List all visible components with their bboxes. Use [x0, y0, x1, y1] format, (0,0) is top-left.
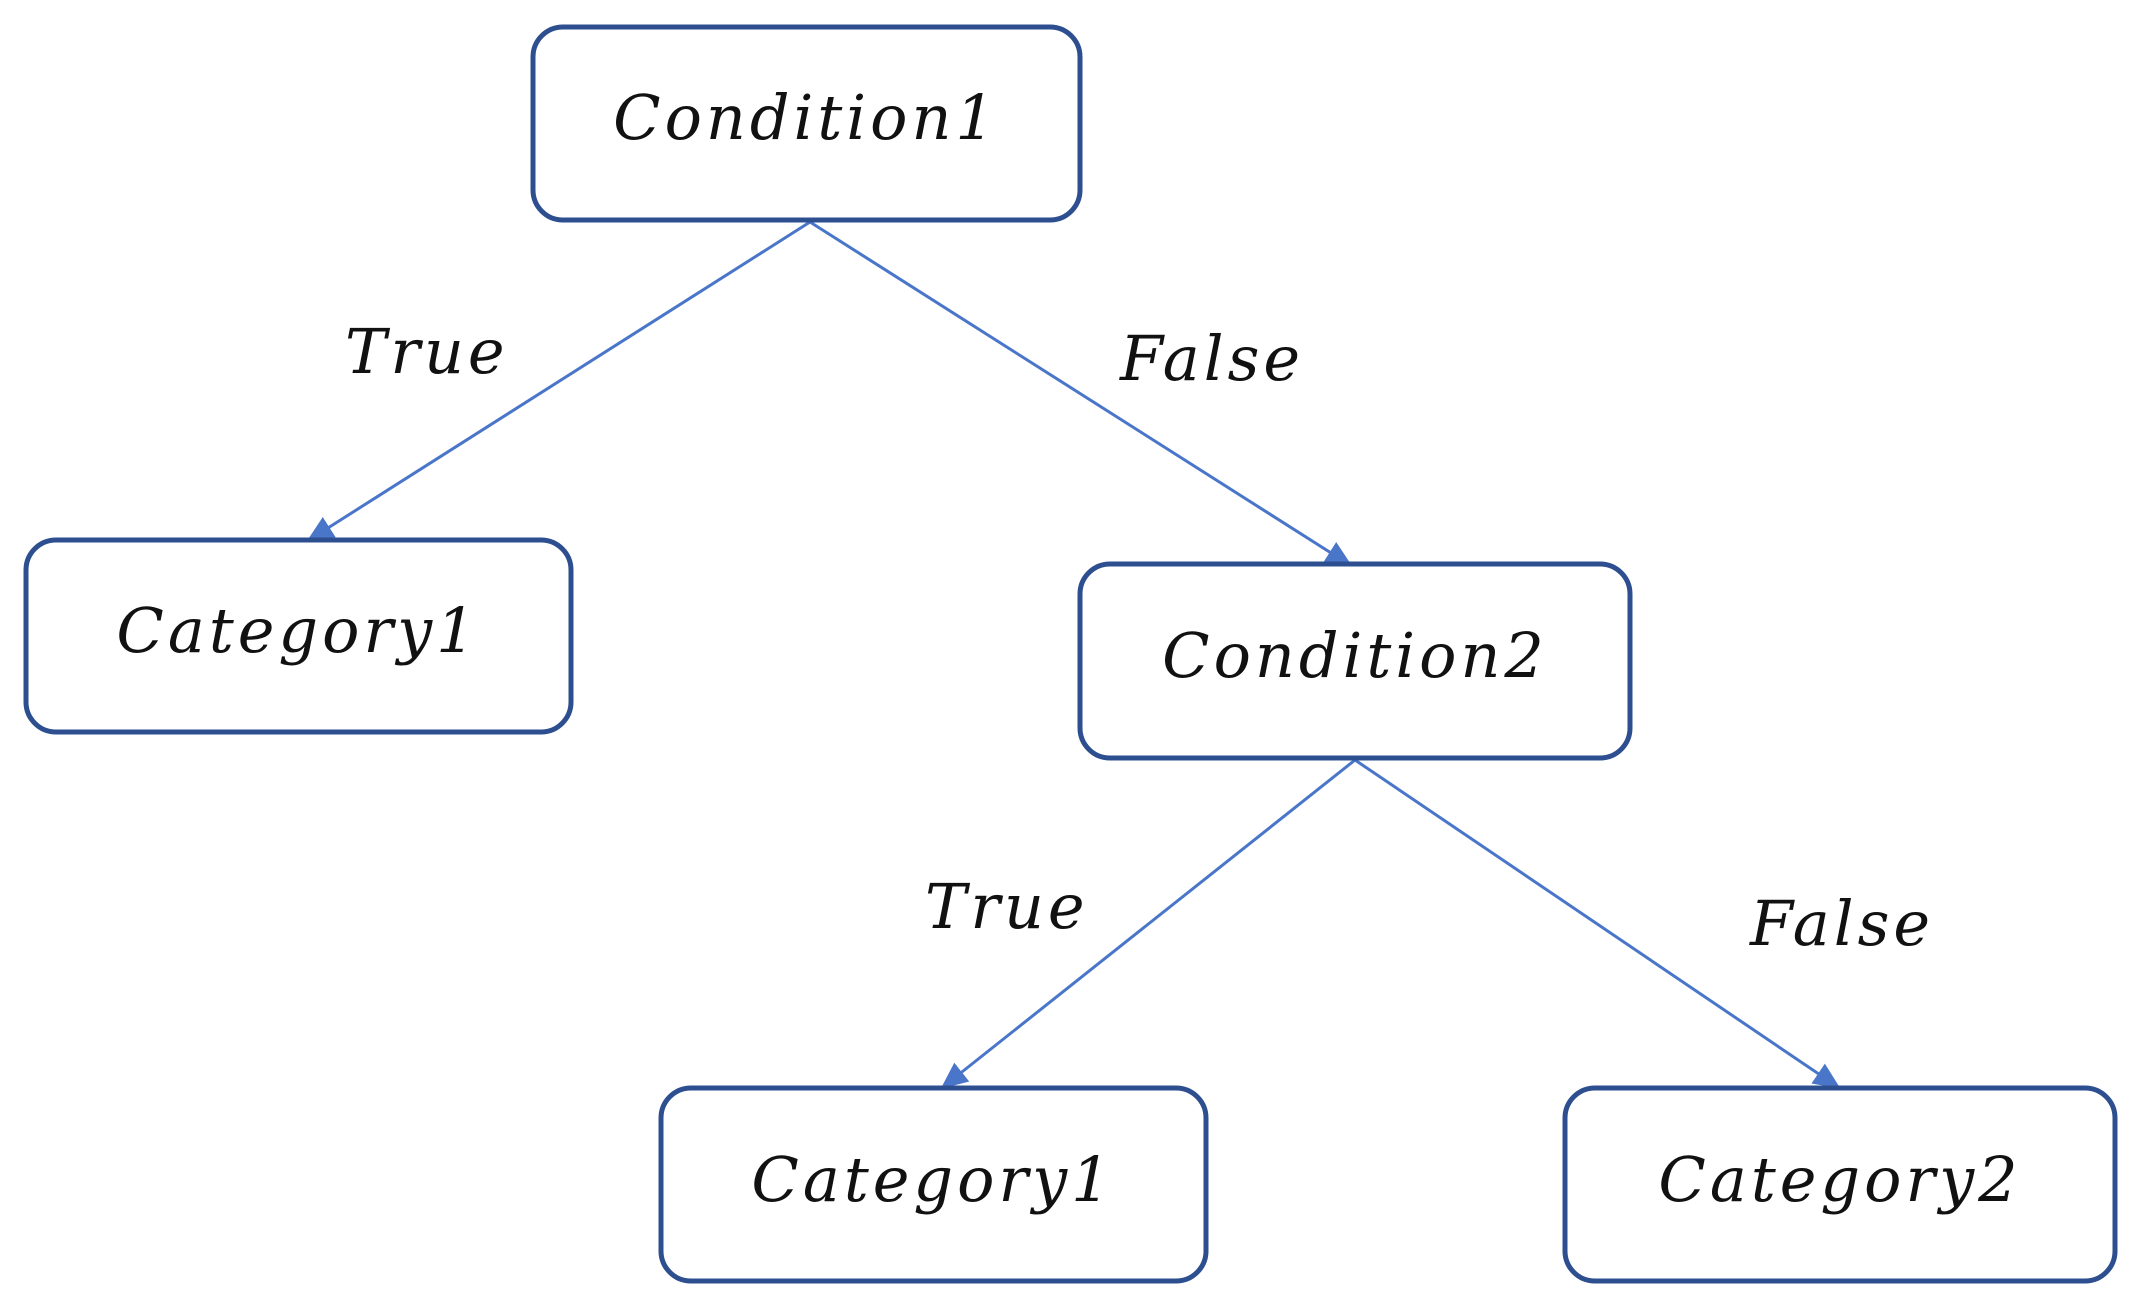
edge-line [809, 220, 1353, 567]
node-label: Category2 [1658, 1143, 2021, 1216]
node-condition1: Condition1 [530, 24, 1083, 223]
node-box [23, 537, 574, 735]
edge-label-false: False [1749, 887, 1934, 960]
node-label: Condition2 [1162, 619, 1548, 692]
node-condition2: Condition2 [1077, 561, 1633, 761]
edge-condition1-true: True [306, 220, 811, 542]
edge-line [306, 220, 811, 542]
edge-condition1-false: False [809, 220, 1353, 567]
node-box [1077, 561, 1633, 761]
node-category1-left: Category1 [23, 537, 574, 735]
edge-label-true: True [345, 315, 509, 388]
edge-condition2-true: True [925, 758, 1356, 1089]
edge-label-false: False [1119, 322, 1304, 395]
node-category2: Category2 [1562, 1085, 2118, 1284]
node-box [1562, 1085, 2118, 1284]
node-label: Condition1 [613, 81, 999, 154]
edge-label-true: True [925, 870, 1089, 943]
node-box [658, 1085, 1209, 1284]
node-category1-bottom: Category1 [658, 1085, 1209, 1284]
edge-line [940, 758, 1356, 1089]
node-box [530, 24, 1083, 223]
node-label: Category1 [751, 1143, 1114, 1216]
edge-condition2-false: False [1354, 758, 1934, 1089]
node-label: Category1 [116, 594, 479, 667]
edge-line [1354, 758, 1841, 1089]
